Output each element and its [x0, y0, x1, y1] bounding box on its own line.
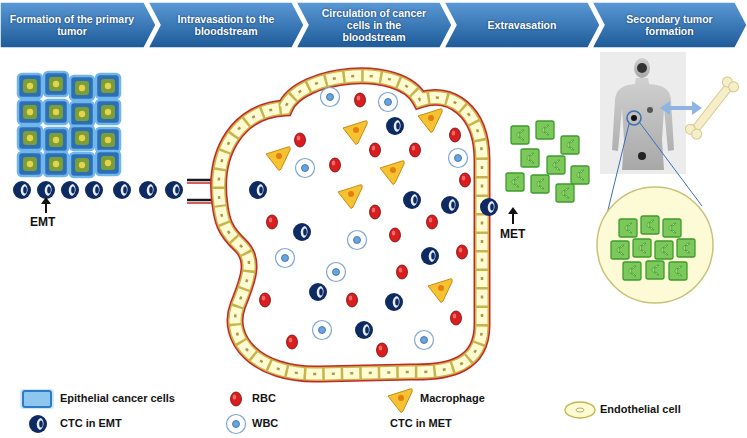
legend-text: Endothelial cell: [600, 403, 681, 415]
stage-title: Secondary tumor formation: [610, 13, 729, 37]
secondary-tumor-zoom: [597, 123, 713, 303]
transition-label: EMT: [30, 215, 55, 229]
white-blood-cells: [276, 88, 468, 350]
stage-title: Formation of the primary tumor: [6, 13, 138, 37]
primary-tumor: [18, 72, 120, 177]
stage-title: Intravasation to the bloodstream: [166, 13, 286, 37]
stage-title: Extravasation: [462, 19, 582, 31]
red-blood-cells: [260, 93, 471, 357]
double-arrow: [660, 101, 702, 115]
legend-text: RBC: [252, 392, 276, 404]
macrophages: [266, 109, 452, 302]
met-cells: [506, 121, 589, 202]
legend-text: WBC: [252, 417, 278, 429]
blood-vessel: [219, 76, 482, 374]
legend-text: Macrophage: [420, 392, 485, 404]
legend-text: CTC in EMT: [60, 417, 122, 429]
stage-chevron: Secondary tumor formation: [592, 2, 747, 48]
ctc-emt-cells: [13, 181, 183, 199]
circulating-tumor-cells: [249, 117, 498, 339]
transition-label: MET: [500, 227, 525, 241]
met-arrow: [508, 207, 518, 224]
legend-text: CTC in MET: [390, 417, 452, 429]
pet-body-scan: [600, 52, 686, 174]
legend-samples: [20, 389, 595, 434]
emt-arrow: [41, 197, 51, 213]
legend-text: Epithelial cancer cells: [60, 392, 175, 404]
stage-chevron: Formation of the primary tumor: [0, 2, 156, 48]
stage-chevron: Extravasation: [444, 2, 600, 48]
stage-chevron: Intravasation to the bloodstream: [148, 2, 304, 48]
stage-chevron: Circulation of cancer cells in the blood…: [296, 2, 452, 48]
stage-title: Circulation of cancer cells in the blood…: [314, 7, 434, 43]
